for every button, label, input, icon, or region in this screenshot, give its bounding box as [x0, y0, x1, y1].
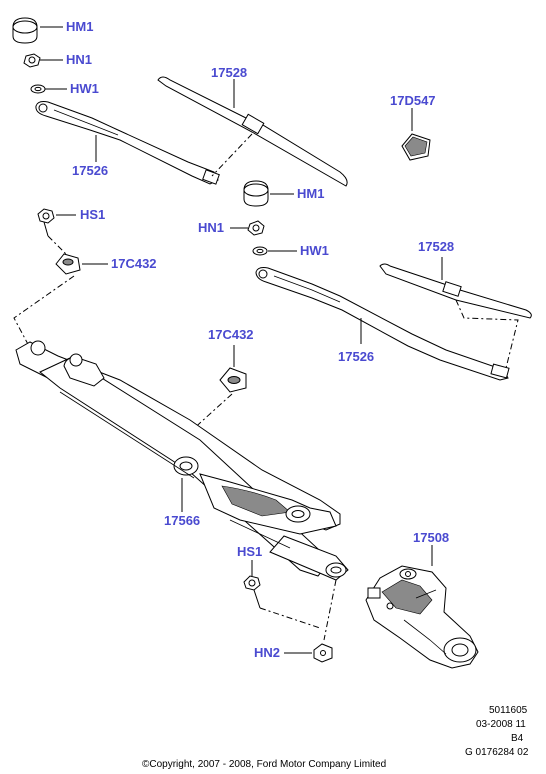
wiper-linkage-17566 — [15, 340, 349, 581]
hm1-cap-top — [12, 17, 38, 44]
callout-17c432-center: 17C432 — [208, 327, 254, 342]
wiper-motor-17508 — [365, 565, 479, 669]
callout-hs1-lower: HS1 — [237, 544, 263, 559]
hm1-cap-right — [243, 180, 269, 207]
footer-copyright: ©Copyright, 2007 - 2008, Ford Motor Comp… — [142, 759, 387, 770]
callout-hm1-top: HM1 — [66, 19, 94, 34]
callout-17d547: 17D547 — [390, 93, 436, 108]
wiper-blade-left — [157, 76, 348, 187]
hw1-washer-right — [252, 246, 268, 256]
grommet-17c432-left — [55, 253, 81, 275]
hn2-nut — [313, 643, 333, 663]
callout-17508: 17508 — [413, 530, 450, 545]
hn1-nut-right — [247, 220, 265, 236]
callout-17528-left: 17528 — [211, 65, 248, 80]
callout-hw1-right: HW1 — [300, 243, 329, 258]
wiper-arm-right — [255, 267, 510, 381]
wiper-blade-right — [379, 263, 532, 319]
callout-hn1-right: HN1 — [198, 220, 225, 235]
callout-hn2: HN2 — [254, 645, 281, 660]
callout-17526-right: 17526 — [338, 349, 375, 364]
part-17d547 — [401, 133, 431, 161]
footer-page-code: B4 — [511, 733, 524, 744]
callout-17528-right: 17528 — [418, 239, 455, 254]
wiper-arm-left — [35, 101, 220, 185]
hn1-nut-top — [23, 53, 41, 68]
callout-17526-left: 17526 — [72, 163, 109, 178]
grommet-17c432-center — [219, 367, 247, 393]
hw1-washer-top — [30, 84, 46, 94]
callout-hs1-left: HS1 — [80, 207, 106, 222]
footer-drawing-number: G 0176284 02 — [465, 747, 529, 758]
callout-hn1-top: HN1 — [66, 52, 93, 67]
callout-hm1-right: HM1 — [297, 186, 325, 201]
footer-date-code: 03-2008 11 — [476, 719, 526, 730]
callout-hw1-top: HW1 — [70, 81, 99, 96]
hs1-stud-lower — [243, 575, 261, 609]
callout-17566: 17566 — [164, 513, 201, 528]
footer-ref-number: 5011605 — [489, 705, 528, 716]
callout-17c432-left: 17C432 — [111, 256, 157, 271]
hs1-stud-left — [37, 208, 55, 237]
